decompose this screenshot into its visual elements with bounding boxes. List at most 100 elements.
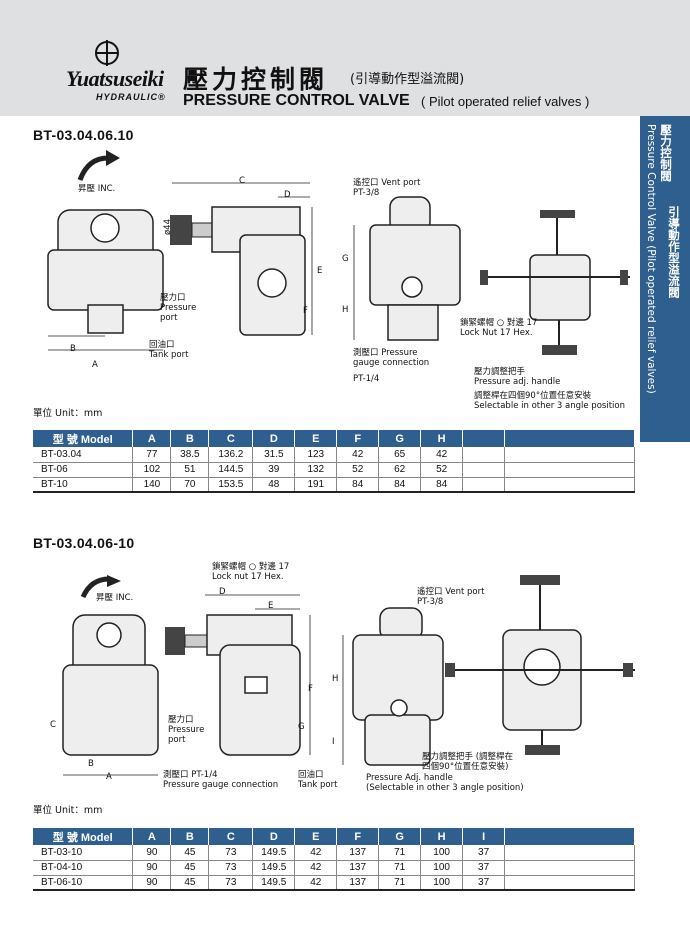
value-cell: 65	[378, 447, 422, 463]
model-cell: BT-10	[33, 477, 134, 493]
unit-label-1: 單位 Unit：mm	[33, 408, 103, 419]
value-cell: 100	[420, 860, 464, 876]
value-cell: 137	[336, 845, 380, 861]
value-cell	[504, 875, 635, 891]
value-cell: 38.5	[170, 447, 210, 463]
dim-h-label-1: H	[342, 305, 349, 315]
table-header-cell: C	[208, 828, 254, 845]
value-cell: 37	[462, 875, 506, 891]
brand-mark-icon	[95, 40, 119, 66]
value-cell	[504, 845, 635, 861]
dim-f-label-2: F	[308, 684, 313, 694]
table-header-cell: C	[208, 430, 254, 447]
value-cell: 144.5	[208, 462, 254, 478]
value-cell: 149.5	[252, 875, 296, 891]
dim-i-label-2: I	[332, 737, 335, 747]
valve-rear-view-2	[342, 607, 444, 766]
value-cell: 153.5	[208, 477, 254, 493]
dim-d-label-2: D	[219, 587, 226, 597]
page-subtitle-zh: (引導動作型溢流閥)	[350, 72, 465, 87]
table-header-cell	[504, 828, 635, 845]
value-cell: 71	[378, 875, 422, 891]
table-header-cell: G	[378, 430, 422, 447]
table-header-cell: F	[336, 828, 380, 845]
value-cell	[504, 447, 635, 463]
dim-g-label-2: G	[298, 722, 305, 732]
table-header-cell: B	[170, 828, 210, 845]
page-subtitle-en: ( Pilot operated relief valves )	[421, 94, 590, 109]
table-header-cell: F	[336, 430, 380, 447]
value-cell: 137	[336, 875, 380, 891]
dim-a-label-2: A	[106, 772, 112, 782]
valve-side-view-1	[170, 182, 313, 336]
valve-side-view-2	[165, 594, 311, 756]
value-cell: 51	[170, 462, 210, 478]
value-cell: 73	[208, 845, 254, 861]
value-cell	[504, 462, 635, 478]
value-cell: 31.5	[252, 447, 296, 463]
dim-c-label-1: C	[239, 176, 245, 186]
value-cell: 42	[336, 447, 380, 463]
value-cell: 90	[132, 860, 172, 876]
table-header-cell: E	[294, 430, 338, 447]
table-header-cell: B	[170, 430, 210, 447]
value-cell: 71	[378, 860, 422, 876]
value-cell: 100	[420, 845, 464, 861]
table-header-cell: D	[252, 828, 296, 845]
section1-title: BT-03.04.06.10	[33, 127, 134, 143]
model-cell: BT-06-10	[33, 875, 134, 891]
dim-e-label-2: E	[268, 601, 274, 611]
valve-front-view-2	[62, 575, 159, 776]
handle-label-2: 壓力調整把手 (調整桿在四個90°位置任意安裝)	[422, 752, 514, 772]
value-cell: 62	[378, 462, 422, 478]
table-header-cell: 型 號 Model	[33, 430, 134, 447]
value-cell: 45	[170, 845, 210, 861]
table-header-cell: A	[132, 828, 172, 845]
brand-sub: HYDRAULIC®	[96, 92, 166, 102]
inc-label-1: 昇壓 INC.	[78, 184, 116, 194]
valve-top-view-1	[480, 210, 630, 355]
value-cell: 140	[132, 477, 172, 493]
table-header-cell: H	[420, 430, 464, 447]
brand-logo: Yuatsuseiki HYDRAULIC®	[66, 40, 176, 106]
dim-g-label-1: G	[342, 254, 349, 264]
value-cell: 136.2	[208, 447, 254, 463]
value-cell: 45	[170, 860, 210, 876]
dim-b-label-2: B	[88, 759, 94, 769]
dim-e-label-1: E	[317, 266, 323, 276]
model-cell: BT-03.04	[33, 447, 134, 463]
value-cell: 52	[336, 462, 380, 478]
dim-d-label-1: D	[284, 190, 291, 200]
value-cell: 73	[208, 875, 254, 891]
table-header-cell: I	[462, 828, 506, 845]
brand-name: Yuatsuseiki	[66, 66, 164, 91]
value-cell: 42	[294, 875, 338, 891]
dim-b-label-1: B	[70, 344, 76, 354]
value-cell: 102	[132, 462, 172, 478]
table-header-cell	[504, 430, 635, 447]
value-cell: 90	[132, 875, 172, 891]
inc-label-2: 昇壓 INC.	[96, 593, 134, 603]
value-cell: 100	[420, 875, 464, 891]
value-cell: 71	[378, 845, 422, 861]
table-header-cell: E	[294, 828, 338, 845]
value-cell: 73	[208, 860, 254, 876]
valve-front-view-1	[47, 150, 164, 351]
value-cell: 37	[462, 845, 506, 861]
dim-c-label-2: C	[50, 720, 56, 730]
page-header: Yuatsuseiki HYDRAULIC® 壓力控制閥 (引導動作型溢流閥) …	[0, 0, 690, 116]
